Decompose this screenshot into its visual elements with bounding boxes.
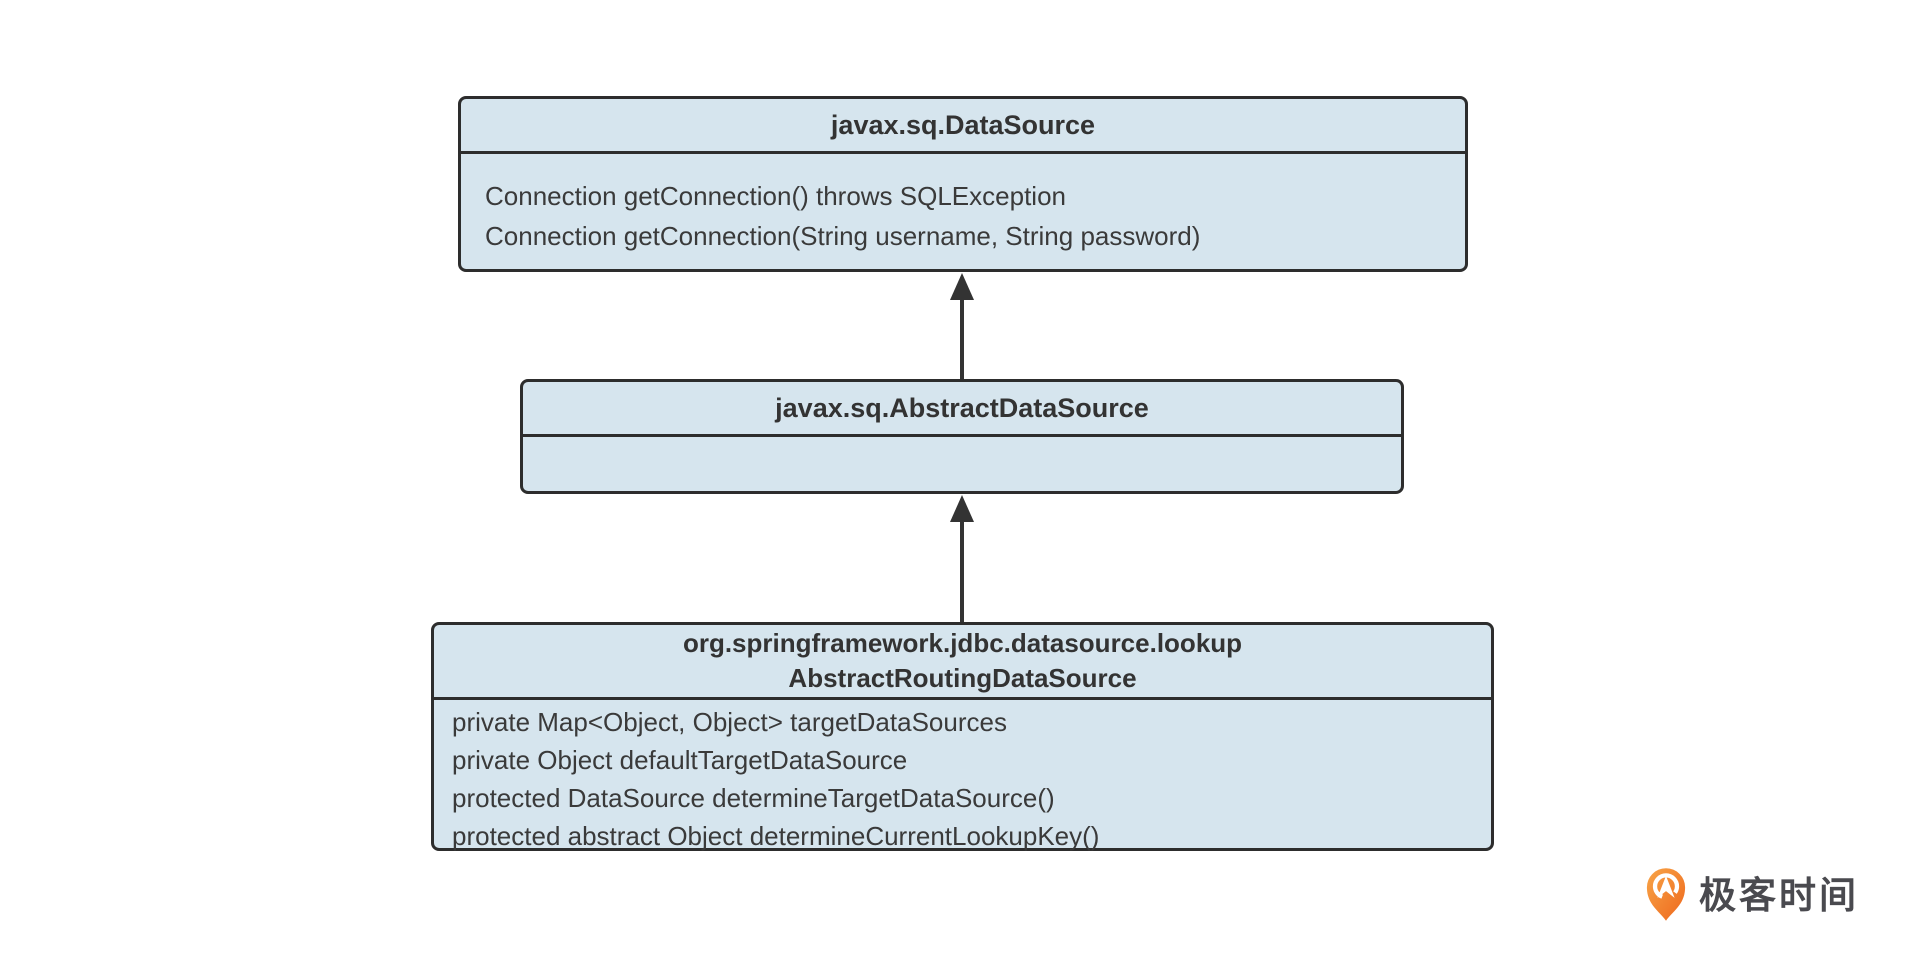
- class-title-text: javax.sq.DataSource: [830, 109, 1096, 140]
- brand-watermark: 极客时间: [1645, 866, 1859, 922]
- inheritance-arrow-icon: [949, 495, 975, 622]
- class-title-package: org.springframework.jdbc.datasource.look…: [682, 628, 1243, 658]
- class-members-datasource: Connection getConnection() throws SQLExc…: [461, 154, 1465, 256]
- inheritance-arrow-icon: [949, 273, 975, 379]
- class-box-abstract-datasource: javax.sq.AbstractDataSource: [520, 379, 1404, 494]
- arrow-head-icon: [950, 495, 974, 522]
- class-title-text: AbstractRoutingDataSource: [788, 663, 1137, 693]
- class-box-datasource: javax.sq.DataSource Connection getConnec…: [458, 96, 1468, 272]
- arrow-shaft: [960, 300, 964, 379]
- class-member: Connection getConnection() throws SQLExc…: [485, 181, 1066, 211]
- class-box-abstract-routing-datasource: org.springframework.jdbc.datasource.look…: [431, 622, 1494, 851]
- class-member: protected abstract Object determineCurre…: [452, 821, 1100, 851]
- geektime-logo-icon: [1646, 868, 1686, 921]
- class-member: private Map<Object, Object> targetDataSo…: [452, 707, 1007, 737]
- arrow-head-icon: [950, 273, 974, 300]
- class-member: Connection getConnection(String username…: [485, 221, 1201, 251]
- class-member: private Object defaultTargetDataSource: [452, 745, 908, 775]
- arrow-shaft: [960, 522, 964, 622]
- class-member: protected DataSource determineTargetData…: [452, 783, 1055, 813]
- class-title-text: javax.sq.AbstractDataSource: [775, 392, 1149, 423]
- class-title-datasource: javax.sq.DataSource: [461, 99, 1465, 154]
- class-title-abstract-datasource: javax.sq.AbstractDataSource: [523, 382, 1401, 437]
- class-title-abstract-routing-datasource: org.springframework.jdbc.datasource.look…: [434, 625, 1491, 700]
- brand-logo-text: 极客时间: [1699, 874, 1859, 916]
- class-members-abstract-datasource: [523, 437, 1401, 491]
- class-members-abstract-routing-datasource: private Map<Object, Object> targetDataSo…: [434, 700, 1491, 855]
